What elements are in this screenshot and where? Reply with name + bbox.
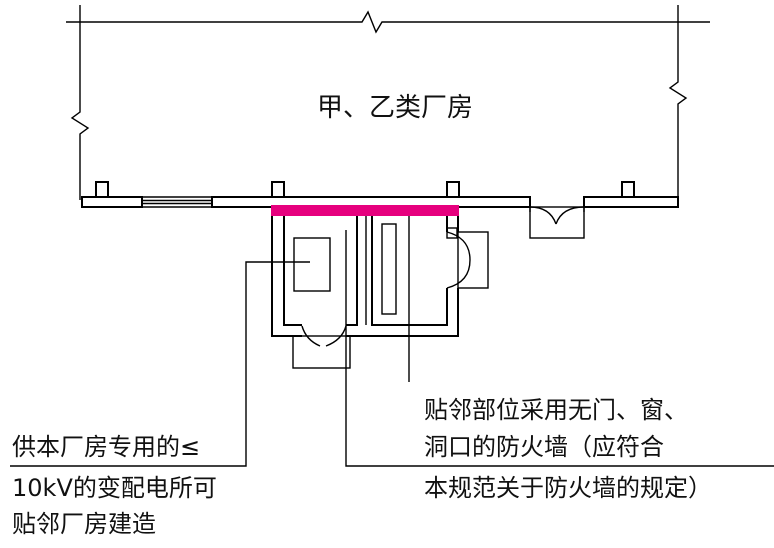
factory-left-wall — [70, 5, 90, 200]
building-name: 甲、乙类厂房 — [317, 93, 473, 123]
firewall-highlight — [271, 205, 459, 216]
leader-right — [345, 230, 774, 467]
substation-right-door — [446, 227, 489, 289]
right-annotation-line-3: 本规范关于防火墙的规定） — [424, 474, 712, 502]
substation-outer-wall — [271, 209, 302, 337]
column-1 — [95, 181, 109, 198]
factory-top-wall — [66, 10, 710, 34]
column-3 — [446, 181, 460, 198]
column-4 — [621, 181, 635, 198]
factory-right-wall — [668, 5, 688, 200]
factory-bottom-wall — [81, 181, 679, 208]
substation — [271, 209, 489, 369]
left-annotation-line-1: 供本厂房专用的≤ — [12, 433, 200, 461]
wall-segment-right — [583, 196, 679, 208]
right-annotation-line-1: 贴邻部位采用无门、窗、 — [424, 396, 688, 424]
window — [142, 196, 212, 208]
column-2 — [271, 181, 285, 198]
leader-left — [10, 261, 310, 467]
factory-double-door — [529, 200, 585, 239]
substation-bottom-door — [292, 325, 351, 369]
left-annotation: 供本厂房专用的≤ 10kV的变配电所可 贴邻厂房建造 — [12, 433, 217, 538]
left-annotation-line-2: 10kV的变配电所可 — [12, 474, 217, 502]
right-annotation: 贴邻部位采用无门、窗、 洞口的防火墙（应符合 本规范关于防火墙的规定） — [424, 396, 712, 502]
leader-lines — [10, 216, 774, 467]
factory-outline — [66, 5, 710, 200]
substation-inner-wall — [283, 214, 302, 326]
transformer — [293, 237, 331, 292]
right-annotation-line-2: 洞口的防火墙（应符合 — [424, 433, 664, 461]
left-annotation-line-3: 贴邻厂房建造 — [12, 510, 156, 538]
wall-segment-left — [81, 196, 143, 208]
switchgear-panel — [381, 223, 397, 315]
